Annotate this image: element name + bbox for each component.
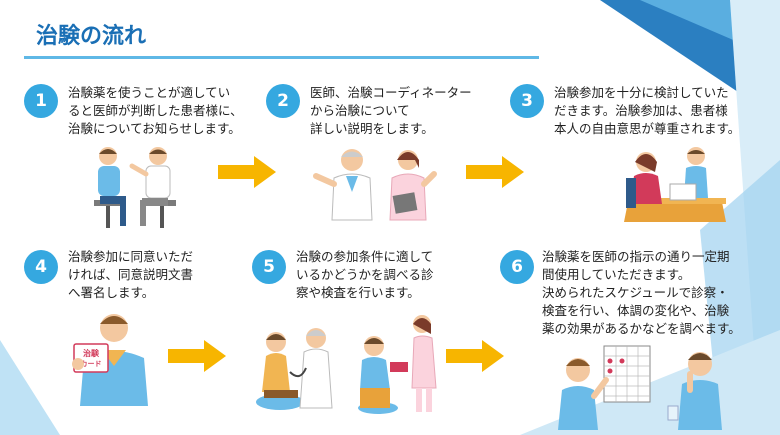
- step-3-line-1: 治験参加を十分に検討していた: [554, 85, 729, 100]
- doctor-coordinator-illustration: [313, 149, 437, 221]
- step-4-number: 4: [24, 250, 58, 284]
- card-line-1: 治験: [83, 348, 100, 358]
- step-6-line-1: 治験薬を医師の指示の通り一定期: [542, 249, 730, 264]
- step-6-number: 6: [500, 250, 534, 284]
- step-4-text: 治験参加に同意いただ ければ、同意説明文書 へ署名します。: [68, 248, 193, 302]
- step-4-line-2: ければ、同意説明文書: [68, 267, 194, 282]
- medication-schedule-illustration: [558, 345, 722, 430]
- patient-consideration-illustration: [624, 147, 726, 222]
- step-5-text: 治験の参加条件に適して いるかどうかを調べる診 察や検査を行います。: [296, 248, 434, 302]
- step-2-line-3: 詳しい説明をします。: [310, 121, 434, 136]
- step-5-line-3: 察や検査を行います。: [296, 285, 420, 300]
- step-1-text: 治験薬を使うことが適してい ると医師が判断した患者様に、 治験についてお知らせし…: [68, 84, 243, 138]
- step-1-number: 1: [24, 84, 58, 118]
- step-2-number: 2: [266, 84, 300, 118]
- step-6-line-4: 検査を行い、体調の変化や、治験: [542, 303, 730, 318]
- step-2-line-2: から治験について: [310, 103, 410, 118]
- step-2-text: 医師、治験コーディネーター から治験について 詳しい説明をします。: [310, 84, 472, 138]
- step-5-line-1: 治験の参加条件に適して: [296, 249, 434, 264]
- card-line-2: カード: [81, 360, 102, 368]
- step-1-line-3: 治験についてお知らせします。: [68, 121, 241, 136]
- doctor-patient-consultation-illustration: [94, 147, 176, 228]
- signing-consent-illustration: 治験 カード: [72, 314, 148, 406]
- step-3-line-2: だきます。治験参加は、患者様: [554, 103, 728, 118]
- step-5-number: 5: [252, 250, 286, 284]
- step-3-text: 治験参加を十分に検討していた だきます。治験参加は、患者様 本人の自由意思が尊重…: [554, 84, 740, 138]
- title-underline: [24, 56, 539, 59]
- step-6-line-3: 決められたスケジュールで診察・: [542, 285, 729, 300]
- step-1-line-2: ると医師が判断した患者様に、: [68, 103, 243, 118]
- examination-illustration: [256, 315, 437, 414]
- step-1-line-1: 治験薬を使うことが適してい: [68, 85, 231, 100]
- arrow-right-icon: [218, 156, 276, 188]
- step-2-line-1: 医師、治験コーディネーター: [310, 85, 472, 100]
- step-3-number: 3: [510, 84, 544, 118]
- step-4-line-1: 治験参加に同意いただ: [68, 249, 194, 264]
- step-4-line-3: へ署名します。: [68, 285, 155, 300]
- step-6-line-5: 薬の効果があるかなどを調べます。: [542, 321, 741, 336]
- step-5-line-2: いるかどうかを調べる診: [296, 267, 434, 282]
- arrow-right-icon: [168, 340, 226, 372]
- step-3-line-3: 本人の自由意思が尊重されます。: [554, 121, 741, 136]
- step-6-line-2: 間使用していただきます。: [542, 267, 691, 282]
- page-title: 治験の流れ: [36, 24, 147, 49]
- arrow-right-icon: [466, 156, 524, 188]
- step-6-text: 治験薬を医師の指示の通り一定期 間使用していただきます。 決められたスケジュール…: [542, 248, 741, 338]
- arrow-right-icon: [446, 340, 504, 372]
